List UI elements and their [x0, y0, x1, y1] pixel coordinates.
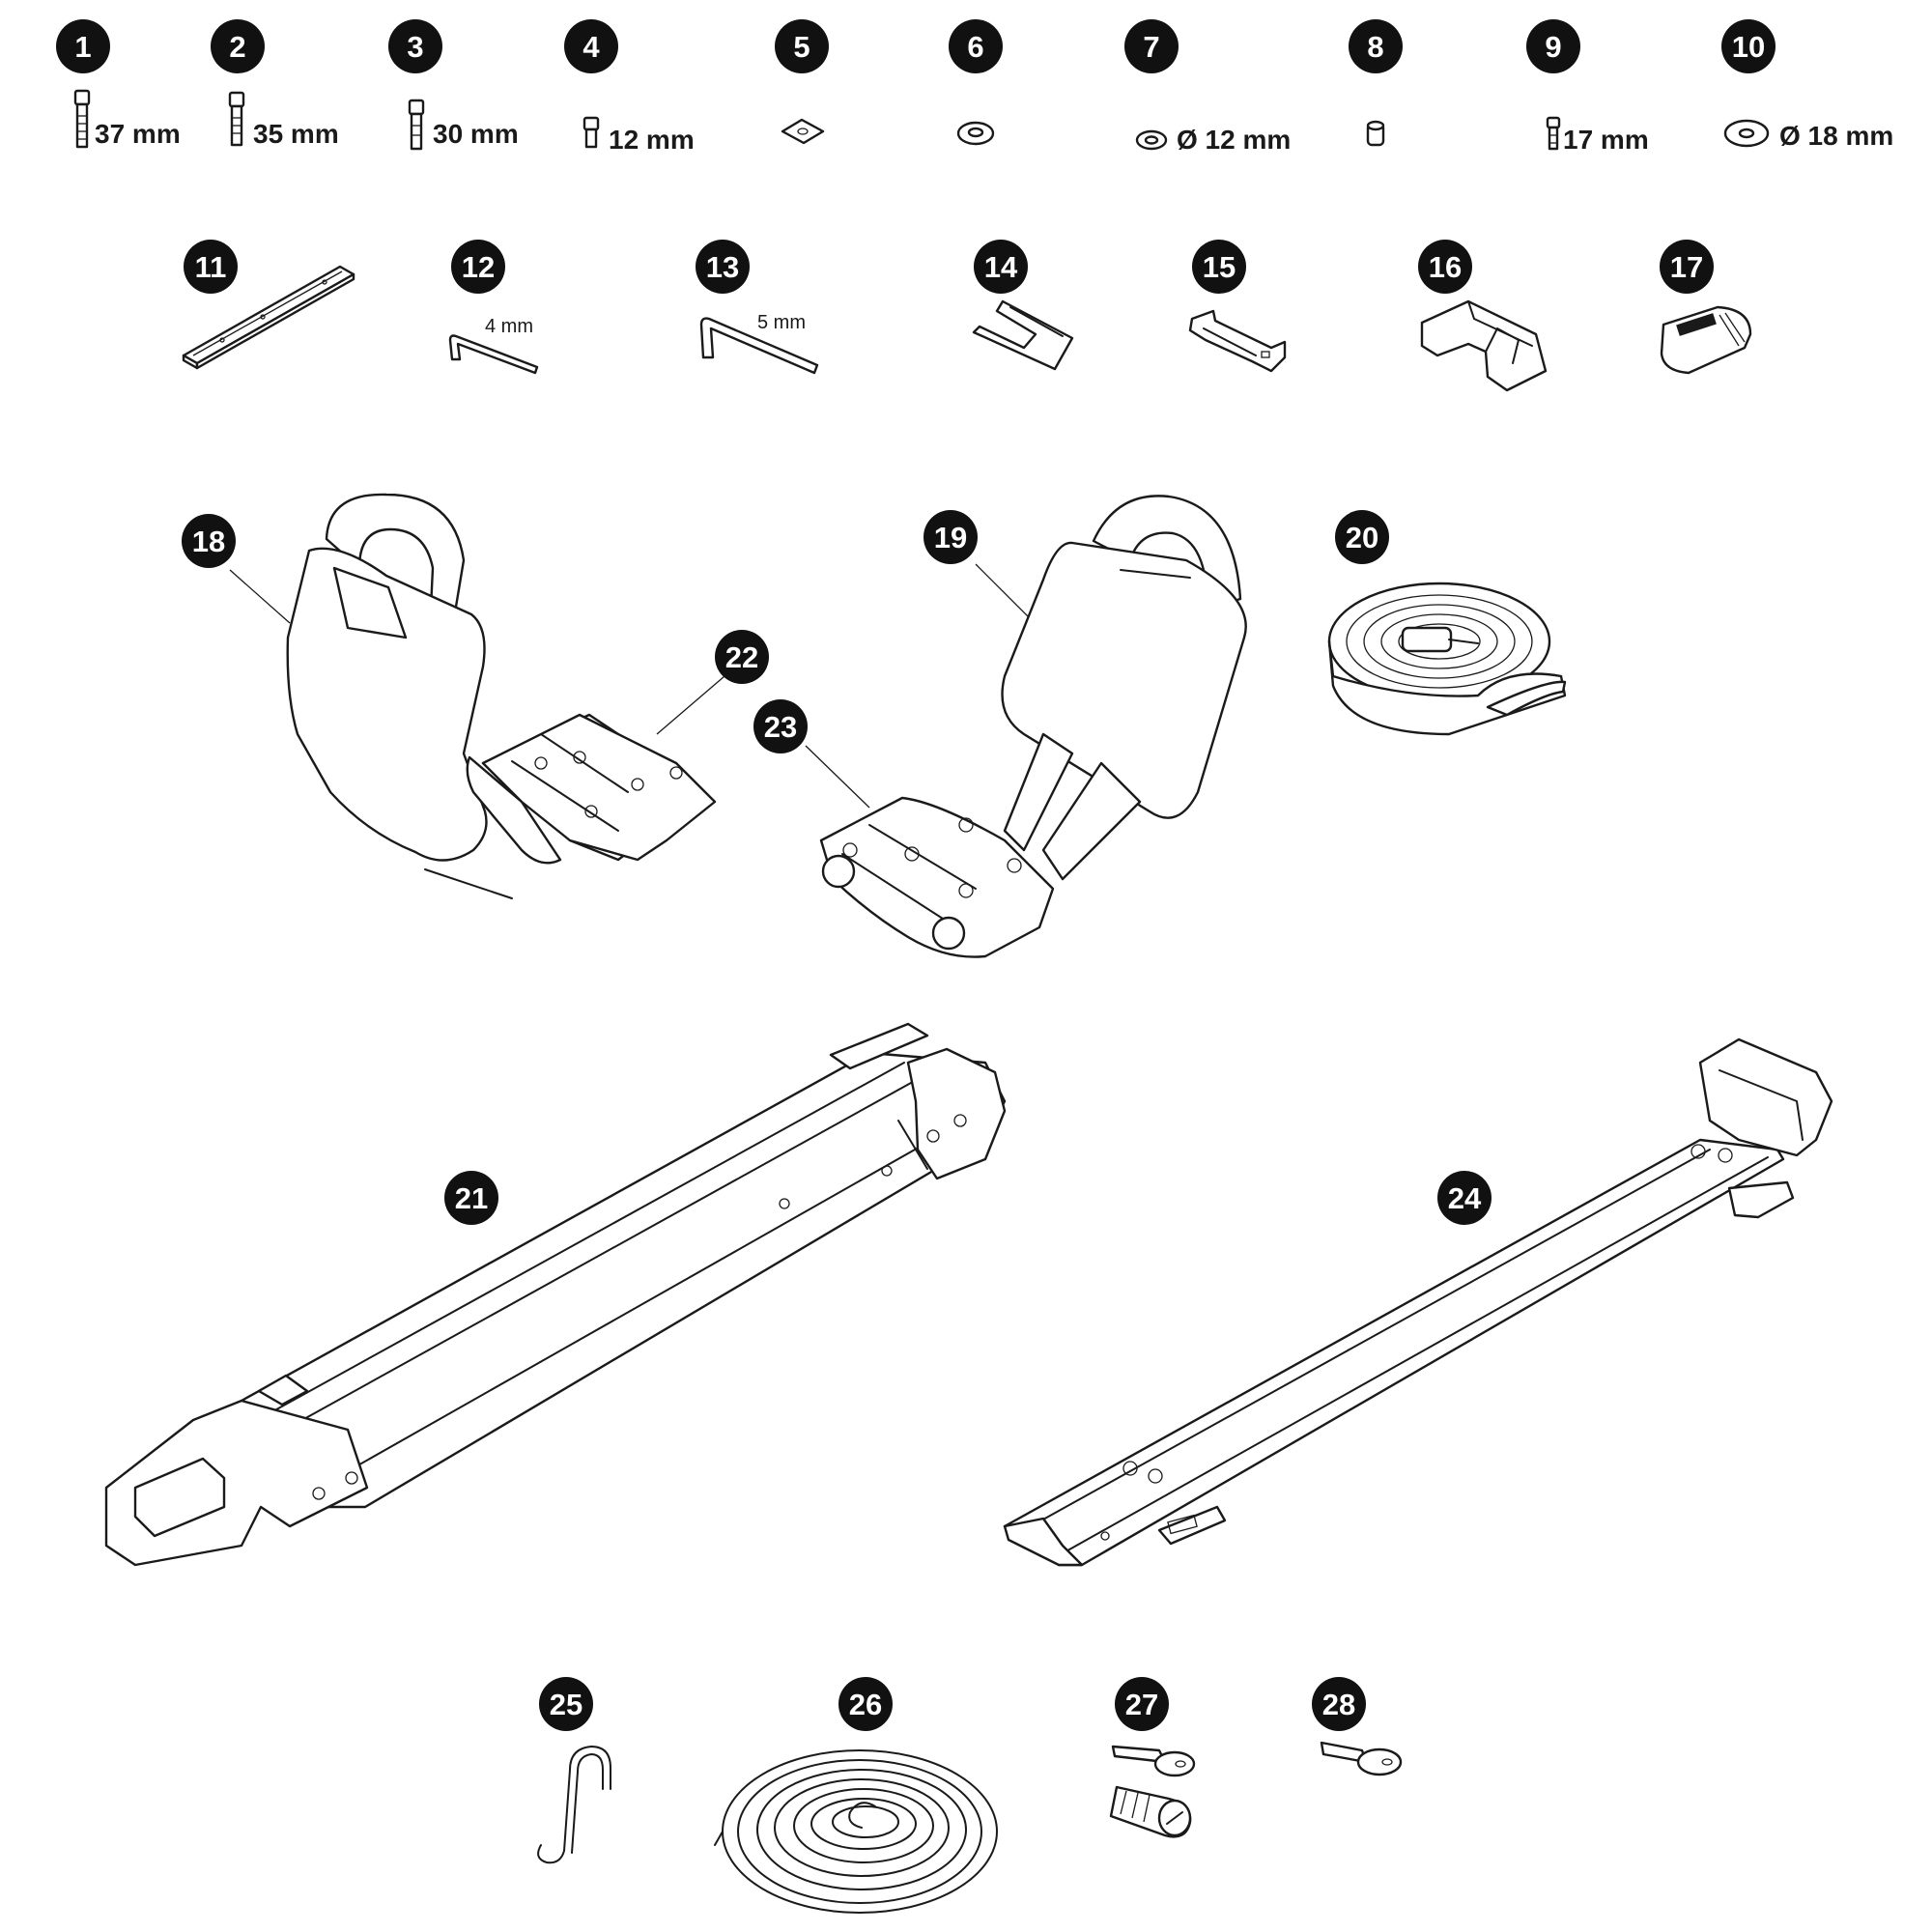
- part-9: 9 17 mm: [1526, 19, 1649, 155]
- svg-text:28: 28: [1322, 1688, 1355, 1721]
- svg-text:30 mm: 30 mm: [433, 119, 519, 149]
- part-7: 7 Ø 12 mm: [1124, 19, 1291, 155]
- svg-text:15: 15: [1203, 250, 1236, 284]
- part-26: 26: [714, 1677, 998, 1914]
- part-21: 21: [104, 1022, 1007, 1567]
- svg-text:4 mm: 4 mm: [485, 316, 533, 337]
- part-5: 5: [775, 19, 829, 145]
- spacer-icon: [1366, 120, 1385, 147]
- square-nut-icon: [781, 118, 825, 145]
- svg-text:10: 10: [1732, 30, 1765, 64]
- kayak-cradle-icon: [1001, 495, 1247, 881]
- part-27: 27: [1109, 1677, 1196, 1838]
- key-icon: [1320, 1741, 1403, 1776]
- bolt-icon: [73, 89, 91, 149]
- svg-text:Ø 12 mm: Ø 12 mm: [1177, 125, 1291, 155]
- bolt-icon: [228, 91, 245, 147]
- part-25: 25: [537, 1677, 611, 1864]
- svg-text:1: 1: [74, 30, 91, 64]
- svg-text:3: 3: [407, 30, 423, 64]
- part-16: 16: [1418, 240, 1548, 392]
- svg-text:17: 17: [1670, 250, 1703, 284]
- support-rail-icon: [1003, 1037, 1833, 1567]
- svg-text:21: 21: [455, 1181, 488, 1215]
- key-icon: [1111, 1745, 1196, 1777]
- svg-text:12: 12: [462, 250, 495, 284]
- hex-key-icon: [448, 334, 539, 375]
- short-bolt-icon: [582, 116, 600, 149]
- lock-washer-icon: [956, 121, 995, 146]
- part-28: 28: [1312, 1677, 1403, 1776]
- part-13: 13 5 mm: [696, 240, 819, 375]
- svg-text:17 mm: 17 mm: [1563, 125, 1649, 155]
- svg-text:20: 20: [1346, 521, 1378, 554]
- svg-text:35 mm: 35 mm: [253, 119, 339, 149]
- foot-pad-icon: [819, 796, 1055, 958]
- part-17: 17: [1660, 240, 1752, 375]
- svg-text:25: 25: [550, 1688, 582, 1721]
- lock-cylinder-key-icon: [1109, 1785, 1192, 1838]
- washer-icon: [1135, 129, 1168, 151]
- svg-text:2: 2: [229, 30, 245, 64]
- s-hook-icon: [537, 1746, 611, 1864]
- clip-bracket-icon: [1188, 309, 1287, 373]
- svg-text:4: 4: [582, 30, 600, 64]
- washer-icon: [1723, 119, 1770, 148]
- svg-text:Ø 18 mm: Ø 18 mm: [1779, 121, 1893, 151]
- bolt-icon: [408, 99, 425, 151]
- strap-icon: [1327, 582, 1567, 736]
- svg-text:16: 16: [1429, 250, 1462, 284]
- hex-key-icon: [699, 317, 819, 375]
- svg-text:5: 5: [793, 30, 810, 64]
- svg-text:7: 7: [1143, 30, 1159, 64]
- coiled-rope-icon: [714, 1749, 998, 1914]
- crossbar-icon: [104, 1022, 1007, 1567]
- part-20: 20: [1327, 510, 1567, 736]
- svg-text:5 mm: 5 mm: [757, 312, 806, 333]
- part-14: 14: [972, 240, 1074, 371]
- end-cap-icon: [1660, 305, 1752, 375]
- svg-text:26: 26: [849, 1688, 882, 1721]
- svg-text:18: 18: [192, 525, 225, 558]
- bolt-icon: [1546, 116, 1561, 151]
- part-3: 3 30 mm: [388, 19, 519, 151]
- svg-text:14: 14: [984, 250, 1018, 284]
- svg-text:23: 23: [764, 710, 797, 744]
- part-10: 10 Ø 18 mm: [1721, 19, 1893, 151]
- svg-text:27: 27: [1125, 1688, 1158, 1721]
- svg-text:11: 11: [195, 250, 227, 284]
- part-8: 8: [1349, 19, 1403, 147]
- wire-bracket-icon: [972, 299, 1074, 371]
- part-19: 19: [923, 495, 1247, 881]
- part-22: 22: [481, 630, 769, 862]
- part-2: 2 35 mm: [211, 19, 339, 149]
- svg-text:8: 8: [1367, 30, 1383, 64]
- svg-text:9: 9: [1545, 30, 1561, 64]
- part-4: 4 12 mm: [564, 19, 695, 155]
- part-11: 11: [182, 240, 355, 370]
- rail-plate-icon: [182, 265, 355, 370]
- svg-text:22: 22: [725, 640, 758, 674]
- foot-pad-icon: [481, 713, 717, 862]
- part-1: 1 37 mm: [56, 19, 181, 149]
- part-24: 24: [1003, 1037, 1833, 1567]
- part-23: 23: [753, 699, 1055, 958]
- svg-text:12 mm: 12 mm: [609, 125, 695, 155]
- svg-text:6: 6: [967, 30, 983, 64]
- svg-text:19: 19: [934, 521, 967, 554]
- clamp-bracket-icon: [1420, 299, 1548, 392]
- svg-text:37 mm: 37 mm: [95, 119, 181, 149]
- svg-text:24: 24: [1448, 1181, 1482, 1215]
- part-12: 12 4 mm: [448, 240, 539, 375]
- part-15: 15: [1188, 240, 1287, 373]
- svg-text:13: 13: [706, 250, 739, 284]
- part-6: 6: [949, 19, 1003, 146]
